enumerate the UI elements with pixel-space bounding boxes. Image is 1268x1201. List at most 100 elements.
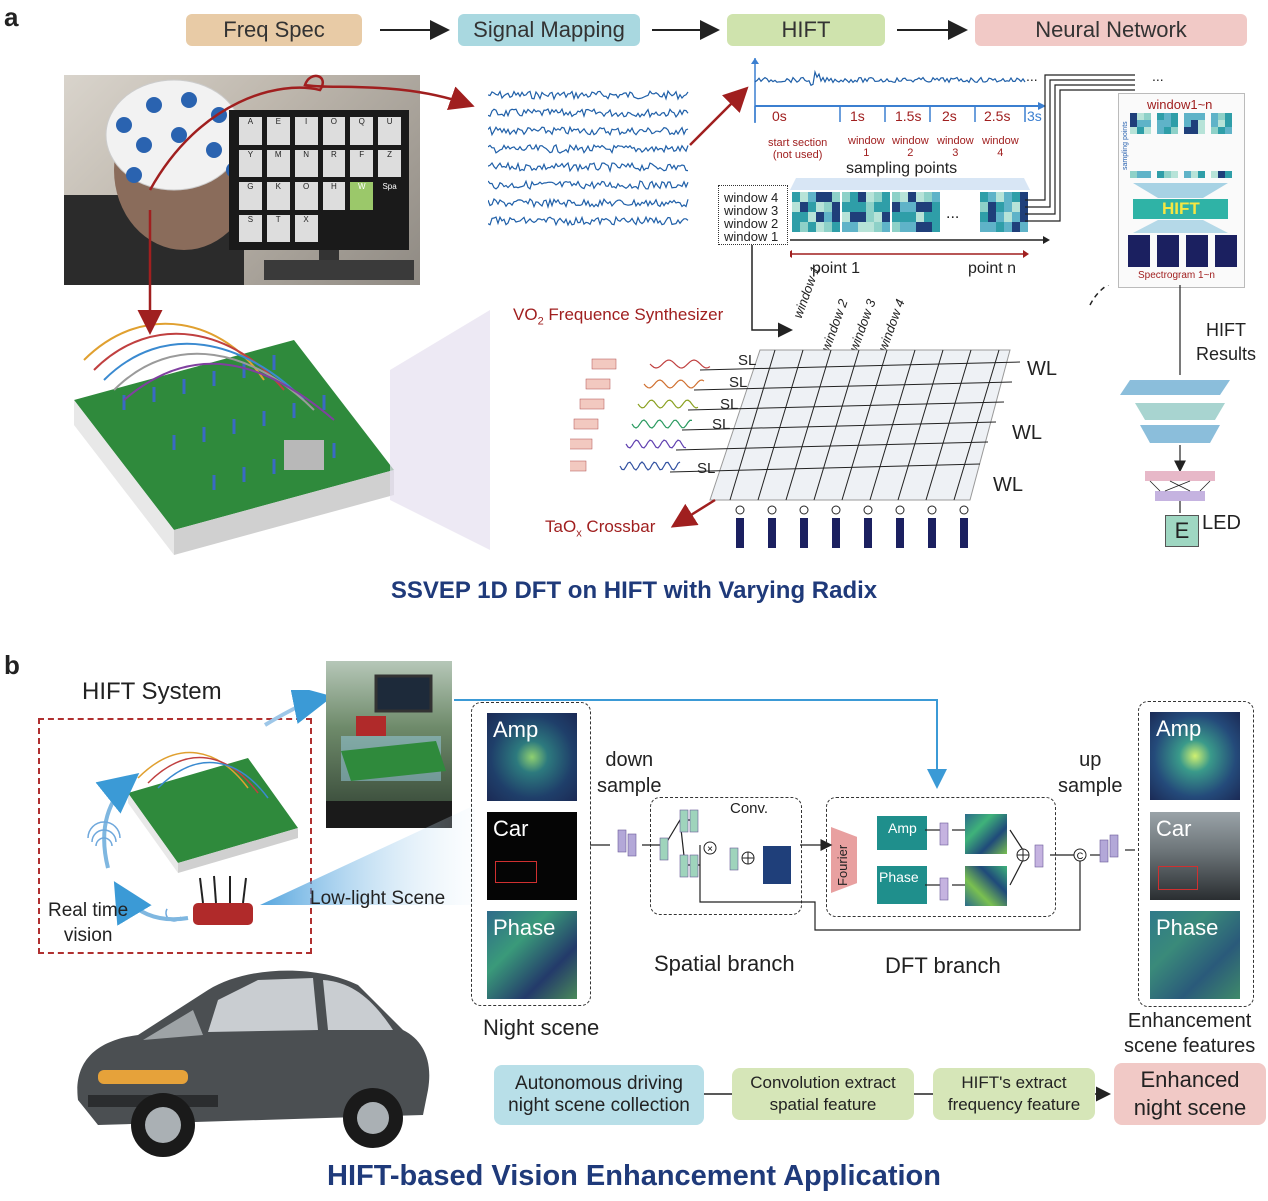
tick-1-5s: 1.5s [895, 108, 922, 124]
hift-cell [1211, 171, 1218, 178]
low-light-wedge [260, 805, 475, 905]
key-tile: E [266, 117, 290, 145]
matrix-cell [988, 202, 996, 212]
key-tile: Y [239, 149, 262, 177]
matrix-cell [866, 192, 874, 202]
layer-block [729, 847, 739, 871]
matrix-cell [792, 202, 800, 212]
matrix-cell [916, 192, 924, 202]
matrix-cell [892, 212, 900, 222]
matrix-cell [824, 192, 832, 202]
matrix-cell [908, 222, 916, 232]
point-1-label: point 1 [812, 260, 861, 277]
crossbar-bit-line [757, 349, 804, 501]
synth-wave [643, 379, 705, 389]
car-illustration [77, 970, 430, 1157]
matrix-cell [866, 202, 874, 212]
matrix-cell [996, 202, 1004, 212]
keyboard-grid: A E I O Q U Y M N R F Z G K O H W Spa S … [239, 117, 401, 242]
enhanced-scene-box [1138, 701, 1254, 1007]
hift-cell [1198, 120, 1205, 127]
matrix-cell [800, 212, 808, 222]
key-tile: Q [350, 117, 374, 145]
eeg-trace-line [488, 107, 689, 119]
window-4-label: window 4 [982, 135, 1019, 159]
hift-cell [1171, 113, 1178, 120]
hift-cell [1191, 120, 1198, 127]
hift-cell [1164, 171, 1171, 178]
sum-node [927, 505, 937, 515]
matrix-cell [800, 202, 808, 212]
sl-label-3: SL [720, 396, 739, 413]
matrix-cell [980, 192, 988, 202]
matrix-cell [874, 222, 882, 232]
hift-cell [1198, 113, 1205, 120]
crossbar-bit-line [813, 349, 860, 501]
hift-cell [1184, 113, 1191, 120]
hift-cell [1130, 120, 1137, 127]
vo2-text: VO [513, 305, 538, 324]
matrix-cell [916, 202, 924, 212]
layer-block [939, 877, 949, 901]
eeg-trace-line [488, 89, 689, 101]
enh-car-bbox [1158, 866, 1198, 890]
sum-node [831, 505, 841, 515]
layer-block [689, 809, 699, 833]
crossbar-bit-line [869, 349, 916, 501]
matrix-cell [800, 192, 808, 202]
taox-rest: Crossbar [581, 517, 656, 536]
svg-text:C: C [1077, 851, 1084, 861]
key-tile: M [266, 149, 290, 177]
vo2-cell [591, 358, 617, 370]
matrix-cell [816, 192, 824, 202]
led-label: LED [1202, 512, 1241, 534]
matrix-cell [882, 202, 890, 212]
pipeline-step-1: Autonomous driving night scene collectio… [494, 1065, 704, 1125]
vo2-cell [570, 460, 587, 472]
vo2-cell [570, 438, 593, 450]
night-scene-box [471, 702, 591, 1006]
matrix-cell [858, 212, 866, 222]
hift-cell [1184, 120, 1191, 127]
sl-label-5: SL [697, 460, 716, 477]
matrix-cell [932, 212, 940, 222]
hift-system-illustration [87, 751, 298, 926]
matrix-cell [824, 222, 832, 232]
matrix-cell [1012, 222, 1020, 232]
matrix-cell [1020, 202, 1028, 212]
matrix-ellipsis: ... [946, 205, 960, 222]
sl-label-1: SL [738, 352, 757, 369]
key-tile: O [322, 117, 346, 145]
tick-1s: 1s [850, 108, 865, 124]
vo2-synth-label: VO2 Frequence Synthesizer [513, 305, 723, 327]
crossbar-bit-line [841, 349, 888, 501]
hift-results-label: HIFT Results [1196, 320, 1257, 364]
crossbar-bit-line [729, 349, 776, 501]
key-tile: Z [378, 149, 401, 177]
layer-block [617, 829, 627, 853]
matrix-cell [816, 222, 824, 232]
matrix-cell [866, 222, 874, 232]
hift-system-label: HIFT System [82, 678, 222, 705]
spatial-branch-box [650, 797, 802, 915]
dft-phase-box [877, 866, 927, 904]
enhanced-phase-tile: Phase [1150, 911, 1240, 999]
matrix-cell [858, 192, 866, 202]
vo2-cell [573, 418, 599, 430]
flow-neural-network: Neural Network [975, 14, 1247, 46]
crossbar-word-line [675, 441, 989, 451]
matrix-cell [1020, 212, 1028, 222]
dft-amp-map [965, 814, 1007, 854]
layer-block [659, 837, 669, 861]
output-column [736, 518, 744, 548]
sum-node [735, 505, 745, 515]
key-tile: F [350, 149, 374, 177]
key-tile: N [294, 149, 318, 177]
matrix-cell [1020, 192, 1028, 202]
matrix-cell [1012, 212, 1020, 222]
output-column [864, 518, 872, 548]
matrix-cell [858, 222, 866, 232]
synth-wave [625, 439, 687, 449]
low-light-label: Low-light Scene [310, 888, 446, 909]
hift-cell [1157, 120, 1164, 127]
